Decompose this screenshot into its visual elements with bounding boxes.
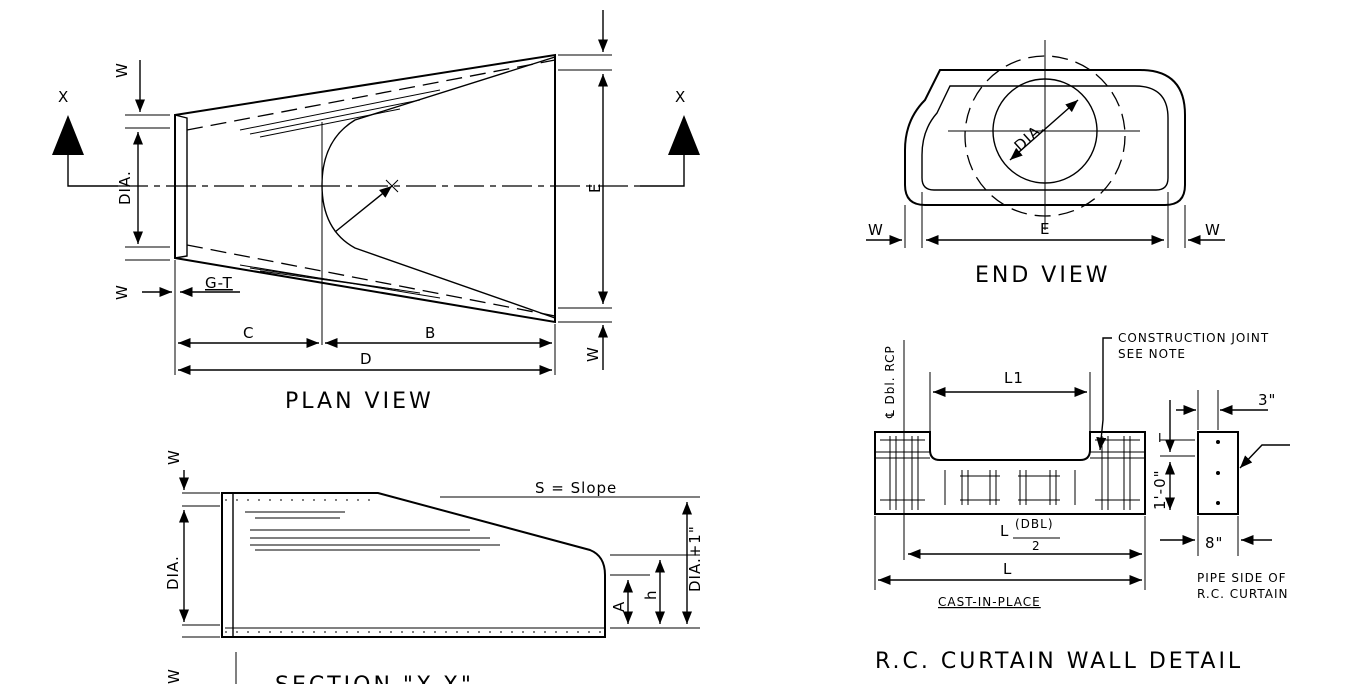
plan-view-title: PLAN VIEW <box>285 389 434 414</box>
section-marker-right-label: X <box>675 88 686 106</box>
plan-c-label: C <box>243 324 254 342</box>
plan-view: X X <box>52 10 700 414</box>
plan-dimensions: W DIA. W G-T E W C B D <box>113 10 612 376</box>
three-inch-label: 3" <box>1258 391 1276 409</box>
section-line-right <box>640 155 685 187</box>
plan-gt-label: G-T <box>205 274 233 292</box>
end-view-w-left-label: W <box>868 221 884 239</box>
end-view-outer-outline <box>904 69 1186 206</box>
plan-w-right-label: W <box>584 346 602 362</box>
curtain-wall-body <box>874 431 1146 515</box>
curtain-wall-title: R.C. CURTAIN WALL DETAIL <box>875 649 1243 674</box>
pipe-side-section <box>1197 431 1239 515</box>
plan-b-label: B <box>425 324 436 342</box>
l1-label: L1 <box>1004 369 1024 387</box>
section-w-top-label: W <box>165 449 183 465</box>
side-i-label: I <box>1158 431 1163 445</box>
end-view-w-right-label: W <box>1205 221 1221 239</box>
pipe-side-label-1: PIPE SIDE OF <box>1197 571 1287 585</box>
plan-w-bottom-label: W <box>113 284 131 300</box>
section-line-left <box>67 155 118 187</box>
plan-dia-label: DIA. <box>116 170 134 205</box>
section-slope-label: S = Slope <box>535 479 617 497</box>
section-view-title: SECTION "X-X" <box>275 673 474 684</box>
section-dia-label: DIA. <box>164 555 182 590</box>
l-dbl-bottom-label: 2 <box>1032 539 1041 553</box>
rcp-centerline-label: ℄ Dbl. RCP <box>883 345 897 419</box>
l-label: L <box>1003 560 1012 578</box>
curtain-wall-detail: CONSTRUCTION JOINT SEE NOTE ℄ Dbl. RCP L… <box>874 331 1290 674</box>
plan-w-top-label: W <box>113 62 131 78</box>
pipe-side-label-2: R.C. CURTAIN <box>1197 587 1288 601</box>
section-view: W DIA. W S = Slope A h DIA.+1" SECTION "… <box>164 449 704 684</box>
one-foot-label: 1'-0" <box>1151 469 1169 510</box>
see-note-label: SEE NOTE <box>1118 347 1186 361</box>
construction-joint-label: CONSTRUCTION JOINT <box>1118 331 1269 345</box>
end-view-e-label: E <box>1040 220 1050 238</box>
section-h-label: h <box>642 589 660 600</box>
section-dia-plus-label: DIA.+1" <box>686 525 704 592</box>
l-dbl-sup-label: (DBL) <box>1015 517 1054 531</box>
plan-e-label: E <box>586 183 604 193</box>
section-marker-left: X <box>52 88 118 187</box>
plan-d-label: D <box>360 350 373 368</box>
section-outline <box>221 492 606 638</box>
section-w-bottom-label: W <box>165 668 183 684</box>
end-view-title: END VIEW <box>975 263 1110 288</box>
cast-in-place-label: CAST-IN-PLACE <box>938 595 1041 609</box>
section-marker-left-label: X <box>58 88 69 106</box>
l-dbl-label: L <box>1000 522 1009 540</box>
eight-inch-label: 8" <box>1205 534 1223 552</box>
section-arrow-left-icon <box>52 115 84 155</box>
section-marker-right: X <box>640 88 700 187</box>
end-view: DIA. E W W END VIEW <box>866 40 1225 288</box>
section-arrow-right-icon <box>668 115 700 155</box>
plan-outline <box>118 53 640 345</box>
section-a-label: A <box>610 601 628 612</box>
end-view-dia-label: DIA. <box>1011 118 1049 155</box>
